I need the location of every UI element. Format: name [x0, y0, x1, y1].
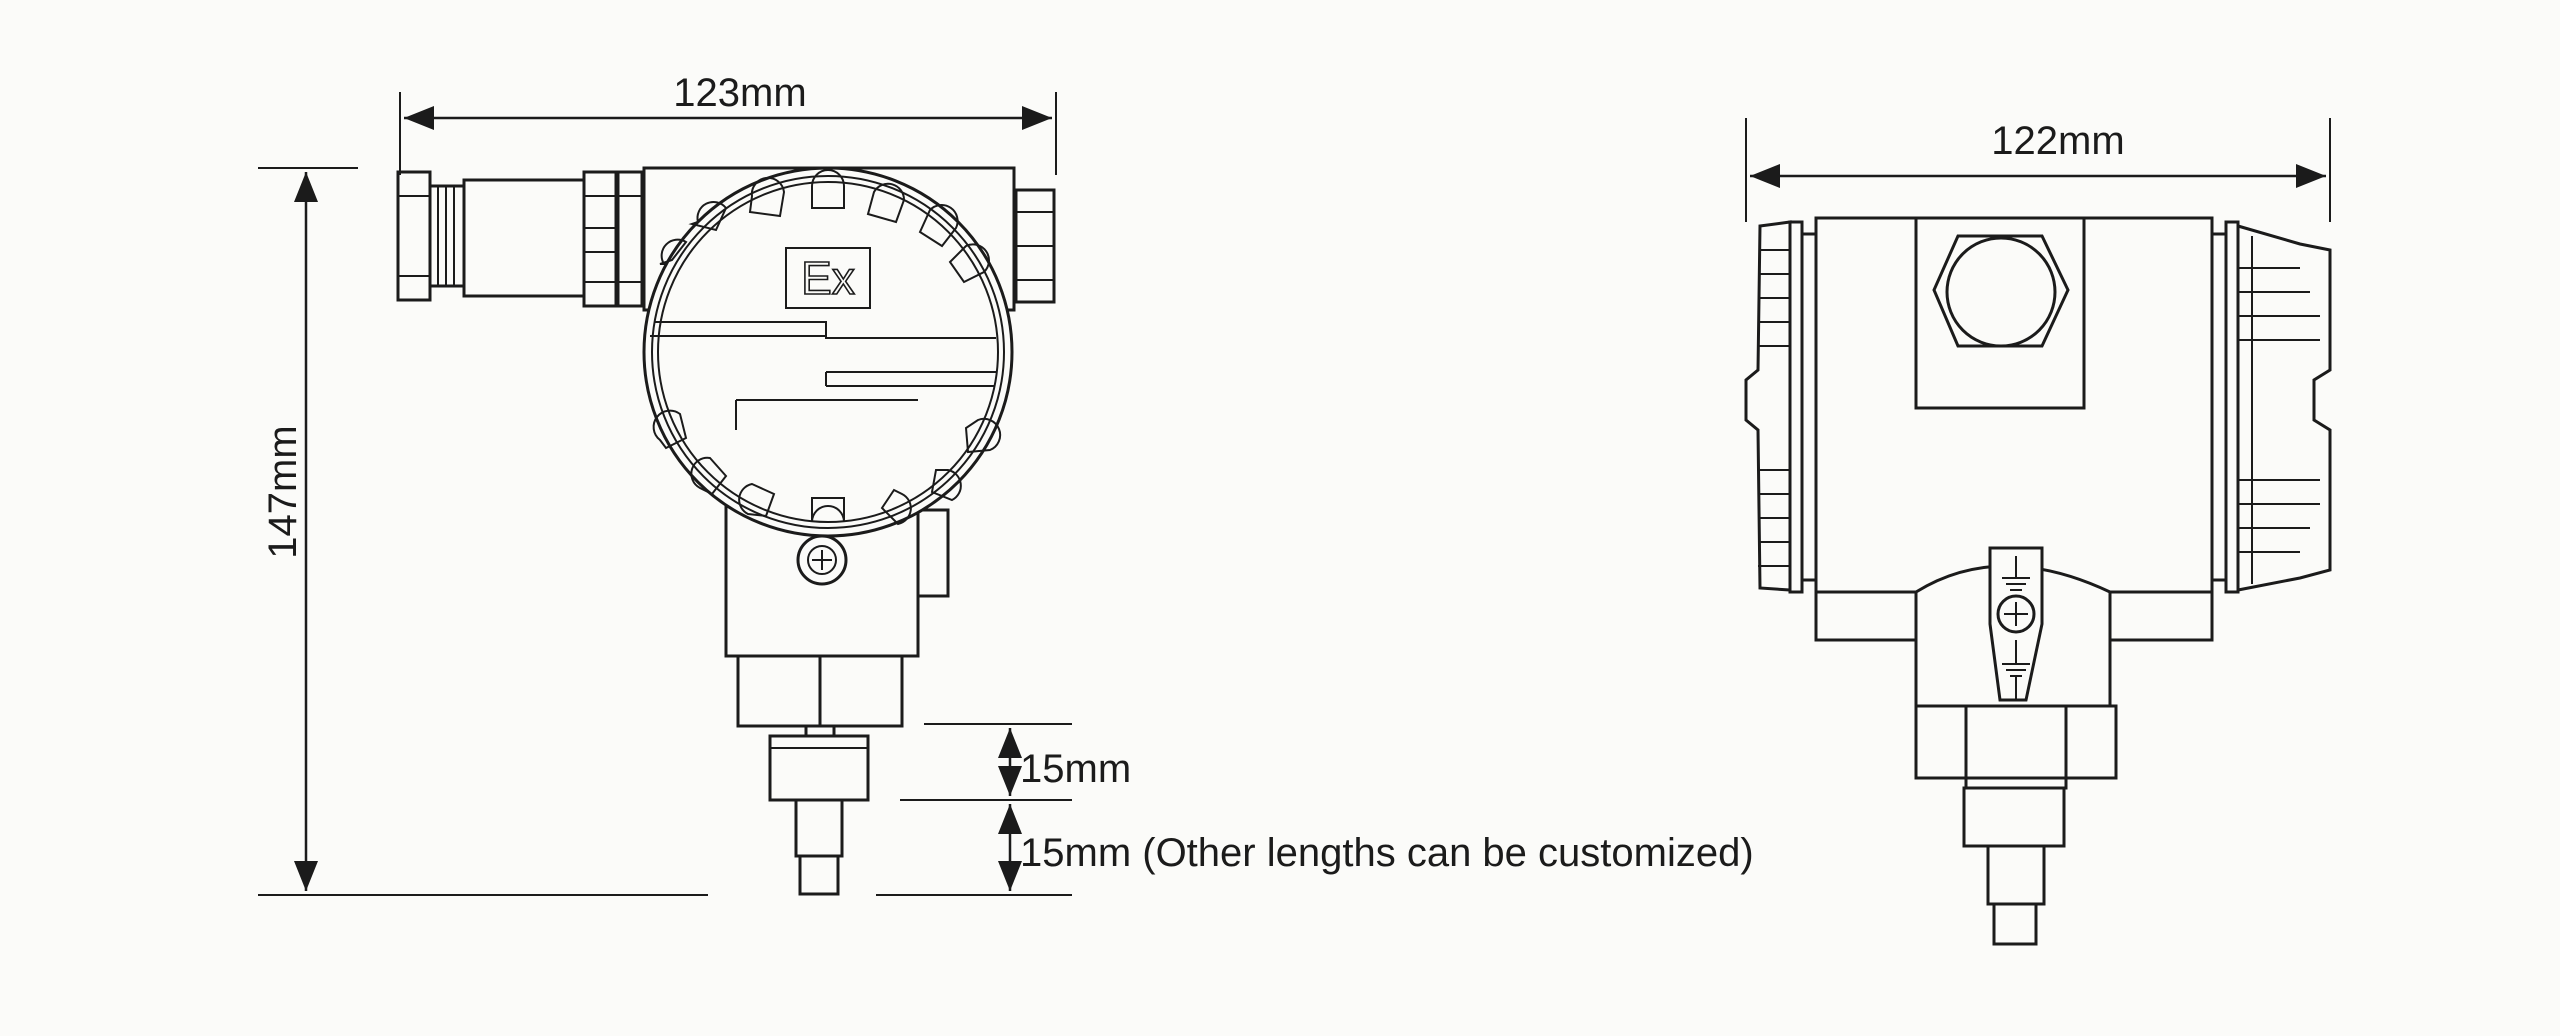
width-label-side: 122mm — [1991, 119, 2124, 163]
front-view: 123mm 147mm — [258, 71, 1754, 896]
height-dimension: 147mm — [258, 167, 708, 896]
height-label: 147mm — [261, 425, 305, 558]
width-dimension-side: 122mm — [1745, 118, 2331, 222]
right-end-cover — [2210, 220, 2332, 594]
ex-mark: Ex — [801, 252, 855, 304]
segment-dimensions: 15mm 15mm (Other lengths can be customiz… — [876, 723, 1754, 896]
cover-knurls — [652, 169, 1002, 526]
segment-1-label: 15mm — [1020, 747, 1131, 791]
grounding-screw-front — [796, 534, 848, 586]
width-dimension-front: 123mm — [399, 71, 1057, 175]
round-cover: Ex — [642, 166, 1014, 538]
ground-tab — [1988, 546, 2044, 702]
width-label-front: 123mm — [673, 71, 806, 115]
segment-2-label: 15mm (Other lengths can be customized) — [1020, 831, 1754, 875]
left-end-cover — [1744, 220, 1818, 594]
lower-body-front — [724, 498, 950, 896]
side-view: 122mm — [1744, 118, 2332, 946]
cable-gland — [396, 170, 644, 308]
